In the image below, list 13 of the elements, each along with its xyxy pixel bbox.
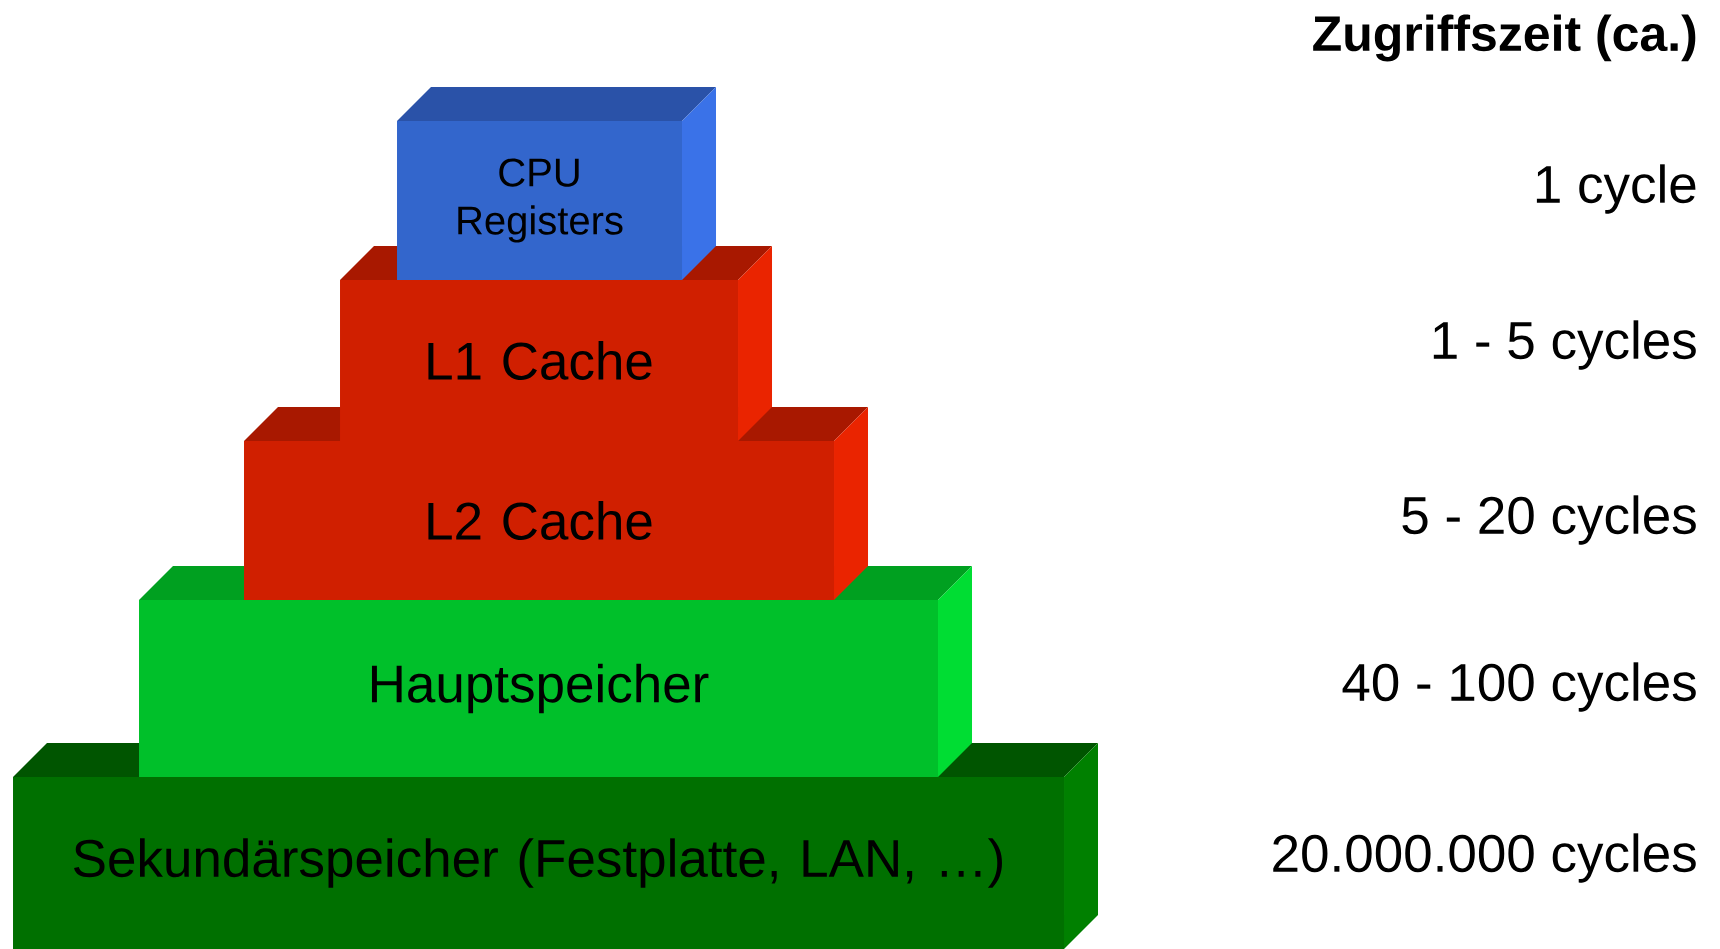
- node-label: L1 Cache: [428, 341, 652, 380]
- node-label: L2 Cache: [428, 501, 652, 540]
- access-time: 40 - 100 cycles: [1342, 662, 1696, 712]
- memory-block: Hauptspeicher: [139, 566, 972, 777]
- memory-block: CPU Registers: [397, 87, 716, 280]
- access-time: 5 - 20 cycles: [1402, 495, 1696, 545]
- column-heading: Zugriffszeit (ca.): [1313, 14, 1696, 62]
- memory-block: L2 Cache: [244, 407, 868, 600]
- access-time: 1 cycle: [1536, 164, 1696, 214]
- access-time: 20.000.000 cycles: [1273, 833, 1696, 883]
- memory-block: L1 Cache: [340, 246, 772, 441]
- memory-block: Sekundärspeicher (Festplatte, LAN, …): [13, 743, 1098, 949]
- access-time: 1 - 5 cycles: [1433, 320, 1696, 370]
